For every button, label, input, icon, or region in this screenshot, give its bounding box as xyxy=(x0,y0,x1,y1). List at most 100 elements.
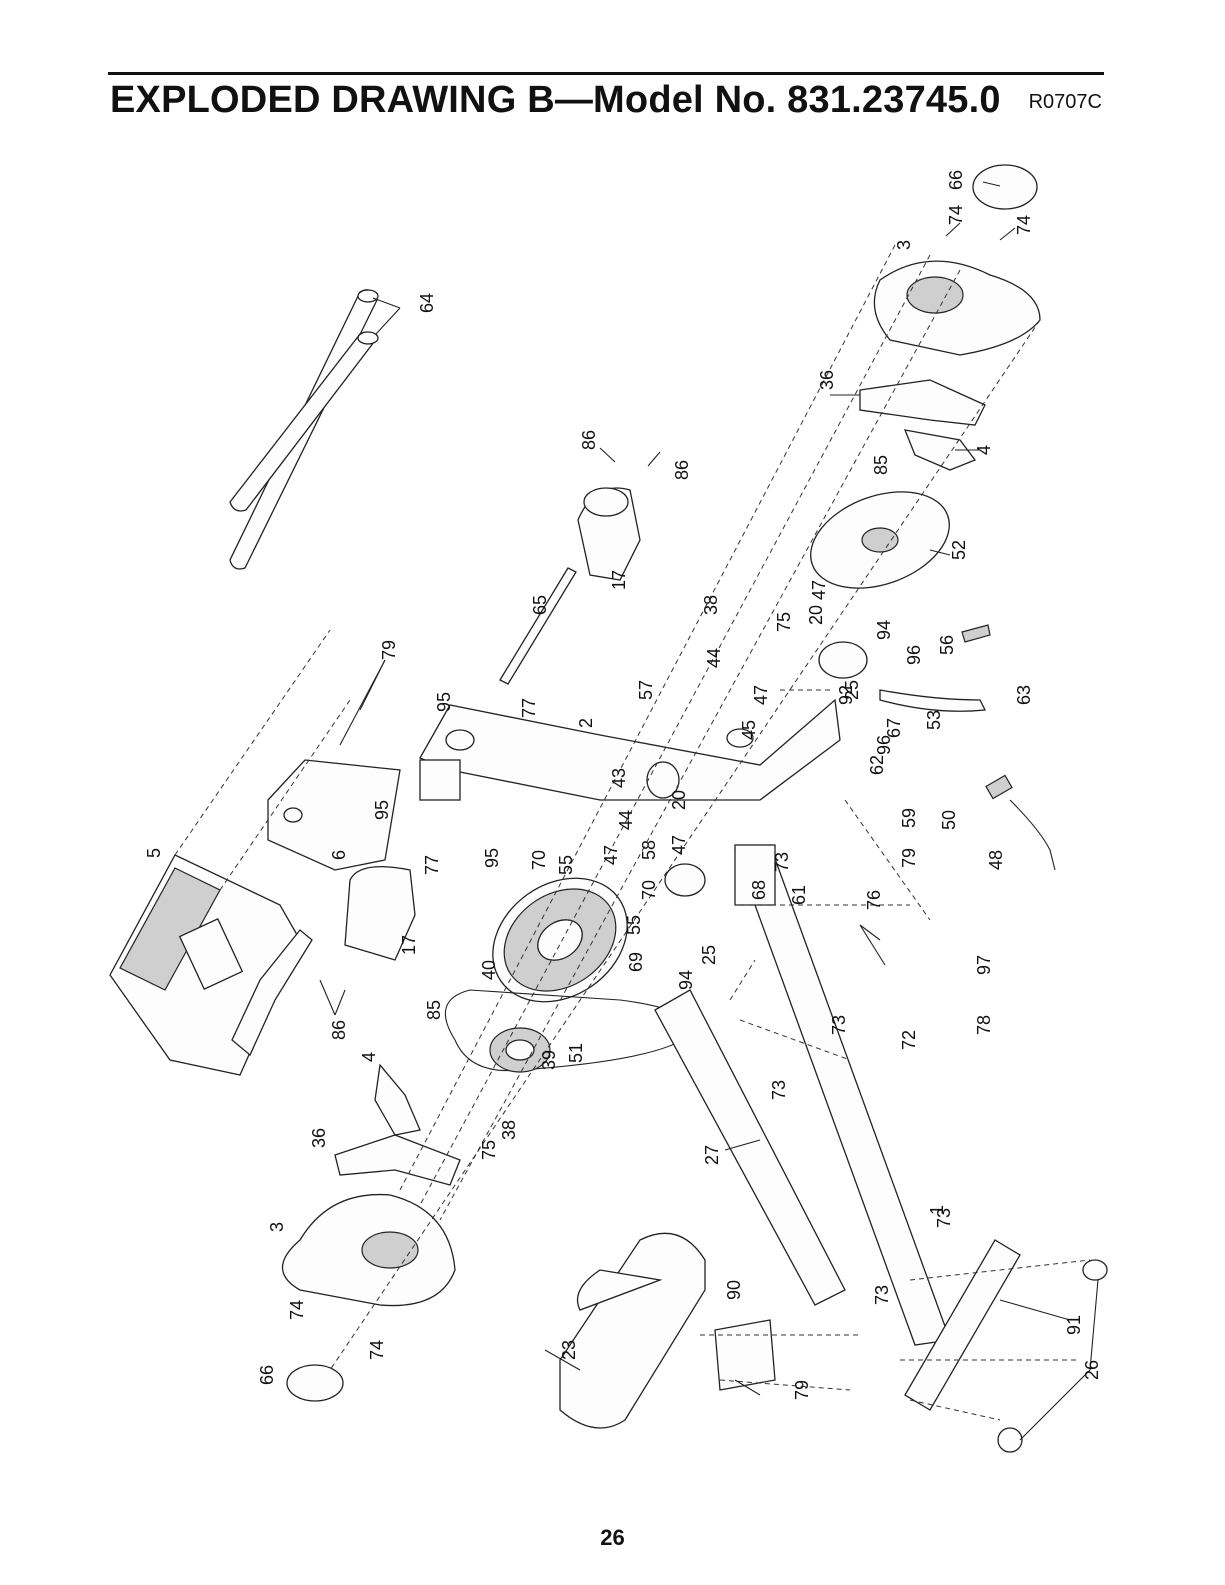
callout: 91 xyxy=(1064,1315,1084,1335)
callout: 74 xyxy=(367,1340,387,1360)
callout: 25 xyxy=(699,945,719,965)
page-number: 26 xyxy=(600,1525,625,1550)
lower-shroud xyxy=(344,866,416,961)
callout: 97 xyxy=(974,955,994,975)
callout: 72 xyxy=(899,1030,919,1050)
callout: 38 xyxy=(499,1120,519,1140)
callout: 57 xyxy=(636,680,656,700)
callout: 44 xyxy=(704,648,724,668)
callout: 40 xyxy=(479,960,499,980)
callout: 53 xyxy=(924,710,944,730)
callout: 48 xyxy=(986,850,1006,870)
callout: 77 xyxy=(422,855,442,875)
callout: 36 xyxy=(309,1128,329,1148)
callout: 59 xyxy=(899,808,919,828)
callout: 70 xyxy=(529,850,549,870)
callout: 96 xyxy=(904,645,924,665)
callout: 5 xyxy=(144,848,164,858)
callout: 79 xyxy=(792,1380,812,1400)
callout: 55 xyxy=(624,915,644,935)
callout: 47 xyxy=(601,845,621,865)
callout: 70 xyxy=(639,880,659,900)
drive-pulley xyxy=(489,1027,551,1073)
callout: 74 xyxy=(946,205,966,225)
callout: 78 xyxy=(974,1015,994,1035)
seat-bracket xyxy=(714,1319,776,1391)
console xyxy=(109,854,313,1076)
callout: 3 xyxy=(267,1222,287,1232)
callout: 95 xyxy=(434,692,454,712)
left-crank xyxy=(282,1063,461,1307)
callout: 6 xyxy=(329,850,349,860)
callout: 69 xyxy=(626,952,646,972)
callout: 36 xyxy=(817,370,837,390)
callout: 85 xyxy=(424,1000,444,1020)
callout: 20 xyxy=(806,605,826,625)
callout: 25 xyxy=(842,680,862,700)
axle-tube xyxy=(499,567,577,685)
callout: 86 xyxy=(329,1020,349,1040)
callout: 17 xyxy=(399,935,419,955)
callout: 75 xyxy=(774,612,794,632)
callout: 90 xyxy=(724,1280,744,1300)
callout: 4 xyxy=(359,1052,379,1062)
callout: 55 xyxy=(556,855,576,875)
callout: 2 xyxy=(576,718,596,728)
drawing-code: R0707C xyxy=(1028,91,1102,113)
callout: 67 xyxy=(884,718,904,738)
callout: 74 xyxy=(1014,215,1034,235)
drawing-title: EXPLODED DRAWING B—Model No. 831.23745.0 xyxy=(110,79,1001,121)
callout: 1 xyxy=(927,1205,947,1215)
callout: 20 xyxy=(669,790,689,810)
callout: 68 xyxy=(749,880,769,900)
callout: 44 xyxy=(616,810,636,830)
callout: 27 xyxy=(702,1145,722,1165)
callout: 86 xyxy=(672,460,692,480)
callout: 79 xyxy=(899,848,919,868)
callout: 73 xyxy=(829,1015,849,1035)
callout: 74 xyxy=(287,1300,307,1320)
page-header: EXPLODED DRAWING B—Model No. 831.23745.0… xyxy=(108,72,1104,135)
part-callouts: 1 2 3 3 4 4 5 6 17 17 20 20 23 25 25 26 … xyxy=(144,170,1102,1400)
callout: 73 xyxy=(872,1285,892,1305)
callout: 75 xyxy=(479,1140,499,1160)
callout: 85 xyxy=(871,455,891,475)
callout: 50 xyxy=(939,810,959,830)
callout: 47 xyxy=(669,835,689,855)
callout: 64 xyxy=(417,293,437,313)
callout: 62 xyxy=(867,755,887,775)
callout: 63 xyxy=(1014,685,1034,705)
handlebar-tubes xyxy=(229,289,379,570)
upper-shroud xyxy=(577,487,641,581)
callout: 86 xyxy=(579,430,599,450)
callout: 73 xyxy=(769,1080,789,1100)
callout: 38 xyxy=(701,595,721,615)
resistance-assembly xyxy=(664,624,991,897)
callout: 45 xyxy=(739,720,759,740)
left-end-cap xyxy=(286,1364,344,1402)
callout: 94 xyxy=(874,620,894,640)
callout: 56 xyxy=(937,635,957,655)
flywheel xyxy=(492,877,628,1003)
rear-frame xyxy=(654,844,951,1346)
right-crank xyxy=(810,260,1041,589)
callout: 66 xyxy=(257,1365,277,1385)
rear-stabilizer xyxy=(904,1239,1108,1453)
callout: 96 xyxy=(874,735,894,755)
seat xyxy=(559,1232,706,1429)
callout: 94 xyxy=(676,970,696,990)
callout: 61 xyxy=(789,885,809,905)
callout: 76 xyxy=(864,890,884,910)
callout: 47 xyxy=(809,580,829,600)
callout: 95 xyxy=(372,800,392,820)
wire-harness xyxy=(985,774,1056,871)
callout: 3 xyxy=(894,240,914,250)
callout: 77 xyxy=(519,698,539,718)
callout: 51 xyxy=(566,1043,586,1063)
callout: 52 xyxy=(949,540,969,560)
callout: 58 xyxy=(639,840,659,860)
callout: 79 xyxy=(379,640,399,660)
console-mast xyxy=(267,759,401,871)
callout: 39 xyxy=(539,1050,559,1070)
